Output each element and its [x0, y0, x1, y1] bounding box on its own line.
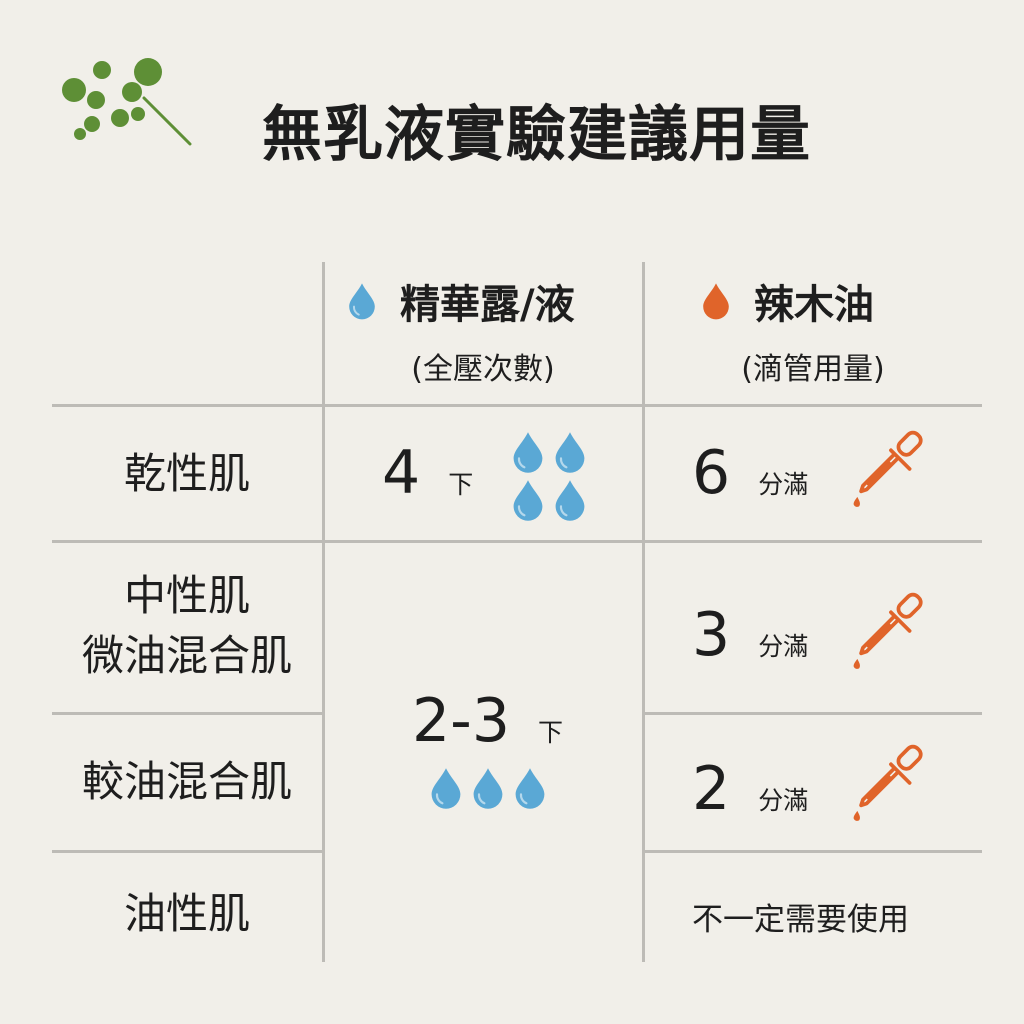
oil-column-header: 辣木油 [700, 272, 874, 330]
water-drop-icon [346, 281, 378, 321]
serum-column-sub: (全壓次數) [411, 352, 555, 387]
row-label-normal: 中性肌 微油混合肌 [52, 566, 322, 686]
grid-line [644, 712, 982, 715]
oil-dry-value: 6 [692, 438, 731, 508]
oil-combo-unit: 分滿 [758, 786, 809, 815]
serum-column-label: 精華露/液 [400, 282, 575, 328]
grid-line [644, 850, 982, 853]
oil-normal-unit: 分滿 [758, 632, 809, 661]
serum-rest-amount: 2-3 下 [412, 686, 563, 756]
page-title: 無乳液實驗建議用量 [262, 100, 811, 170]
grid-line [52, 404, 982, 407]
serum-rest-value: 2-3 [412, 686, 510, 756]
grid-line [52, 540, 982, 543]
oil-normal-amount: 3 分滿 [692, 600, 808, 670]
water-drop-icon [552, 478, 588, 522]
row-label-combo: 較油混合肌 [81, 757, 292, 806]
row-label-oily: 油性肌 [123, 889, 250, 938]
dropper-icon [848, 588, 932, 672]
oil-oily-note: 不一定需要使用 [692, 902, 909, 938]
serum-column-header: 精華露/液 [346, 272, 575, 330]
dropper-icon [848, 426, 932, 510]
serum-rest-unit: 下 [538, 718, 564, 747]
row-label-normal-line1: 中性肌 [123, 571, 250, 620]
oil-normal-value: 3 [692, 600, 731, 670]
serum-dry-amount: 4 下 [382, 438, 473, 508]
sprout-dots-logo [62, 58, 192, 146]
water-drop-icon [512, 766, 548, 810]
row-label-normal-line2: 微油混合肌 [81, 631, 292, 680]
row-label-dry: 乾性肌 [123, 449, 250, 498]
water-drop-icon [510, 430, 546, 474]
grid-line [642, 262, 645, 962]
oil-column-sub: (滴管用量) [741, 352, 885, 387]
oil-dry-unit: 分滿 [758, 470, 809, 499]
water-drop-icon [510, 478, 546, 522]
oil-dry-amount: 6 分滿 [692, 438, 808, 508]
water-drop-icon [470, 766, 506, 810]
grid-line [52, 850, 324, 853]
serum-dry-unit: 下 [448, 470, 474, 499]
grid-line [52, 712, 324, 715]
oil-drop-icon [703, 283, 729, 320]
oil-column-label: 辣木油 [754, 282, 874, 328]
water-drop-icon [428, 766, 464, 810]
oil-combo-value: 2 [692, 754, 731, 824]
dropper-icon [848, 740, 932, 824]
grid-line [322, 262, 325, 962]
water-drop-icon [552, 430, 588, 474]
oil-combo-amount: 2 分滿 [692, 754, 808, 824]
serum-dry-value: 4 [382, 438, 421, 508]
